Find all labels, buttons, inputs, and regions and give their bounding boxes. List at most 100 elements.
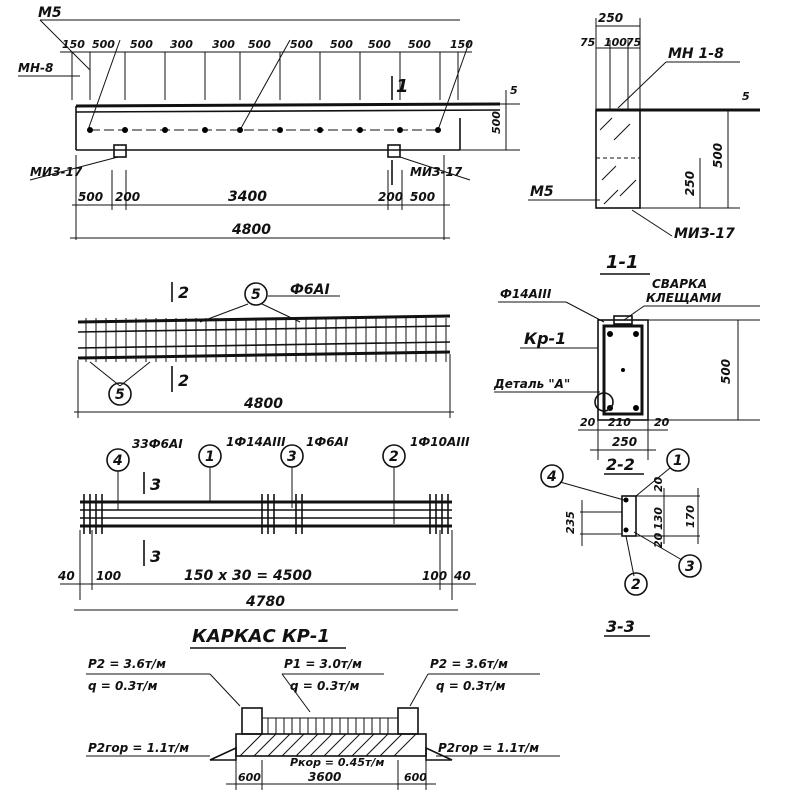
dim: 500	[368, 38, 391, 51]
dim: 500	[248, 38, 271, 51]
load-mid-p: P1 = 3.0т/м	[284, 657, 362, 671]
cage-kr1: 4 33Ф6АI 1 1Ф14АIII 3 1Ф6АI 2 1Ф10АIII 3	[57, 435, 476, 649]
total-4800: 4800	[231, 222, 271, 238]
callout-3-s33: 3	[685, 559, 695, 575]
dim: 500	[130, 38, 153, 51]
cut-mark-3: 3	[150, 475, 161, 494]
section-3-3-body	[621, 495, 637, 537]
dim: 200	[115, 190, 140, 204]
label-m5: М5	[38, 5, 62, 21]
dim: 20	[580, 416, 596, 429]
plate-left	[113, 144, 127, 158]
section-1-1-title: 1-1	[606, 252, 639, 273]
dim: 200	[378, 190, 403, 204]
dim-235: 235	[564, 511, 577, 534]
dim: 500	[410, 190, 435, 204]
callout-5b: 5	[115, 387, 125, 403]
dim: 150 х 30 = 4500	[184, 568, 312, 584]
label-m5-section: М5	[530, 184, 554, 200]
dim: 600	[404, 771, 427, 784]
callout-5: 5	[251, 287, 261, 303]
section-2-2-body	[597, 319, 649, 421]
label-mn8: МН-8	[18, 61, 53, 75]
dim: 40	[453, 569, 471, 583]
dim-5: 5	[742, 90, 750, 103]
dim: 3400	[228, 189, 267, 205]
dim: 500	[408, 38, 431, 51]
dim-20b: 20	[652, 532, 665, 548]
dim-5: 5	[510, 84, 518, 97]
dim-20a: 20	[652, 476, 665, 492]
label-33f6: 33Ф6АI	[132, 437, 183, 451]
beam-body-load	[235, 733, 427, 757]
section-2-2: Ф14АIII СВАРКА КЛЕЩАМИ Кр-1 Деталь "А" 5…	[493, 277, 760, 475]
load-block-right	[397, 707, 419, 735]
total-4800-plan: 4800	[243, 396, 283, 412]
load-right-q: q = 0.3т/м	[436, 679, 506, 693]
dim-500: 500	[490, 111, 503, 134]
cut-mark-3b: 3	[150, 547, 161, 566]
weld-label-1: СВАРКА	[652, 277, 707, 291]
callout-1-s33: 1	[673, 453, 683, 469]
dim: 300	[170, 38, 193, 51]
load-h-right: P2гор = 1.1т/м	[438, 741, 539, 755]
load-diagram: P2 = 3.6т/м q = 0.3т/м P1 = 3.0т/м q = 0…	[86, 657, 560, 790]
label-mz-right: МИЗ-17	[410, 165, 463, 179]
dim: 210	[608, 416, 631, 429]
callout-4: 4	[112, 453, 123, 469]
load-mid-q: q = 0.3т/м	[290, 679, 360, 693]
detail-a: Деталь "А"	[493, 377, 570, 391]
load-left-p: P2 = 3.6т/м	[88, 657, 166, 671]
dim: 20	[654, 416, 670, 429]
plan-view: 2 5 Ф6АI	[74, 282, 454, 418]
rebar-label: Ф6АI	[290, 282, 330, 298]
dim: 500	[290, 38, 313, 51]
dim-170: 170	[684, 505, 697, 528]
callout-3: 3	[287, 449, 297, 465]
cut-mark-2: 2	[178, 283, 189, 302]
dim-250-s22: 250	[612, 435, 637, 449]
dim: 40	[57, 569, 75, 583]
total-4780: 4780	[245, 594, 285, 610]
stirrups	[85, 318, 447, 362]
dim: 3600	[308, 770, 341, 784]
section-3-3: 4 1 235 170 20 130 20 2 3 3-3	[540, 448, 702, 637]
callout-1: 1	[205, 449, 215, 465]
cut-mark-1: 1	[396, 76, 409, 97]
dim: 75	[626, 36, 642, 49]
anchor-points	[87, 127, 441, 133]
cage-title: КАРКАС КР-1	[192, 626, 330, 647]
label-mz17-section: МИЗ-17	[674, 226, 735, 242]
load-mid-base: Ркор = 0.45т/м	[290, 756, 384, 769]
label-f14: 1Ф14АIII	[226, 435, 286, 449]
dim: 150	[62, 38, 85, 51]
load-block-left	[241, 707, 263, 735]
label-f6: 1Ф6АI	[306, 435, 349, 449]
dim-250: 250	[683, 171, 697, 196]
dim: 600	[238, 771, 261, 784]
section-1-1: 250 75 100 75 МН 1-8 5 500 250 М5 МИЗ-17	[528, 11, 760, 275]
load-right-p: P2 = 3.6т/м	[430, 657, 508, 671]
dim: 500	[92, 38, 115, 51]
dim: 250	[598, 11, 623, 25]
label-kr1: Кр-1	[524, 329, 566, 348]
rebar-f14: Ф14АIII	[500, 287, 552, 301]
section-2-2-title: 2-2	[606, 455, 635, 474]
dim: 100	[422, 569, 447, 583]
section-3-3-title: 3-3	[606, 617, 635, 636]
beam-elevation: М5 МН-8 150 500 500 300 300 500 500 500 …	[18, 5, 520, 240]
dim-500-s22: 500	[719, 359, 733, 384]
top-dim-labels: 150 500 500 300 300 500 500 500 500 500 …	[62, 38, 473, 51]
callout-4-s33: 4	[546, 469, 557, 485]
distributed-load	[262, 717, 398, 734]
dim-130: 130	[652, 507, 665, 530]
dim-500: 500	[711, 143, 725, 168]
label-mz-left: МИЗ-17	[30, 165, 83, 179]
dim: 100	[96, 569, 121, 583]
dim: 300	[212, 38, 235, 51]
dim: 500	[78, 190, 103, 204]
dim: 75	[580, 36, 596, 49]
dim: 500	[330, 38, 353, 51]
plate-right	[387, 144, 401, 158]
